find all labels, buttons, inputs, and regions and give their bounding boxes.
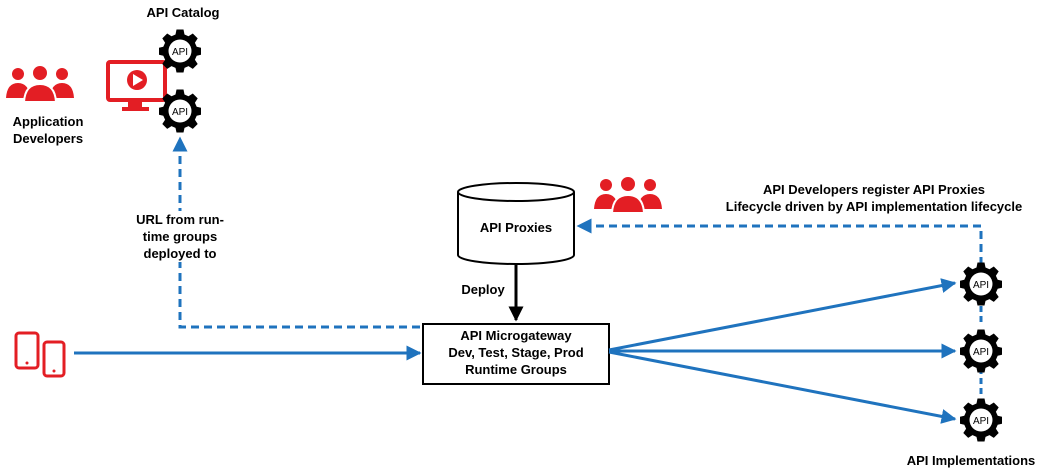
url-link-arrow (172, 136, 420, 329)
application-developers-label: Application Developers (12, 114, 84, 146)
api-proxies-store (457, 182, 575, 265)
monitor-play-icon (106, 60, 167, 111)
microgateway-box (422, 323, 610, 385)
api-catalog-label: API Catalog (146, 5, 220, 20)
api-implementations-label: API Implementations (906, 453, 1036, 468)
gear-label: API (172, 107, 188, 118)
url-note-label: URL from run- time groups deployed to (118, 211, 242, 262)
route-arrow (608, 278, 957, 352)
people-group-icon (6, 64, 74, 103)
deploy-label: Deploy (461, 282, 505, 297)
register-arrow (576, 218, 983, 265)
mobile-devices-icon (14, 331, 66, 378)
people-group-icon (594, 175, 662, 214)
gear-label: API (973, 280, 989, 291)
route-arrow (608, 350, 957, 424)
gear-label: API (973, 347, 989, 358)
register-note-label: API Developers register API Proxies Life… (725, 182, 1023, 214)
gear-label: API (172, 47, 188, 58)
api-proxies-label: API Proxies (479, 220, 553, 235)
gear-label: API (973, 416, 989, 427)
microgateway-label: API Microgateway Dev, Test, Stage, Prod … (448, 328, 584, 377)
